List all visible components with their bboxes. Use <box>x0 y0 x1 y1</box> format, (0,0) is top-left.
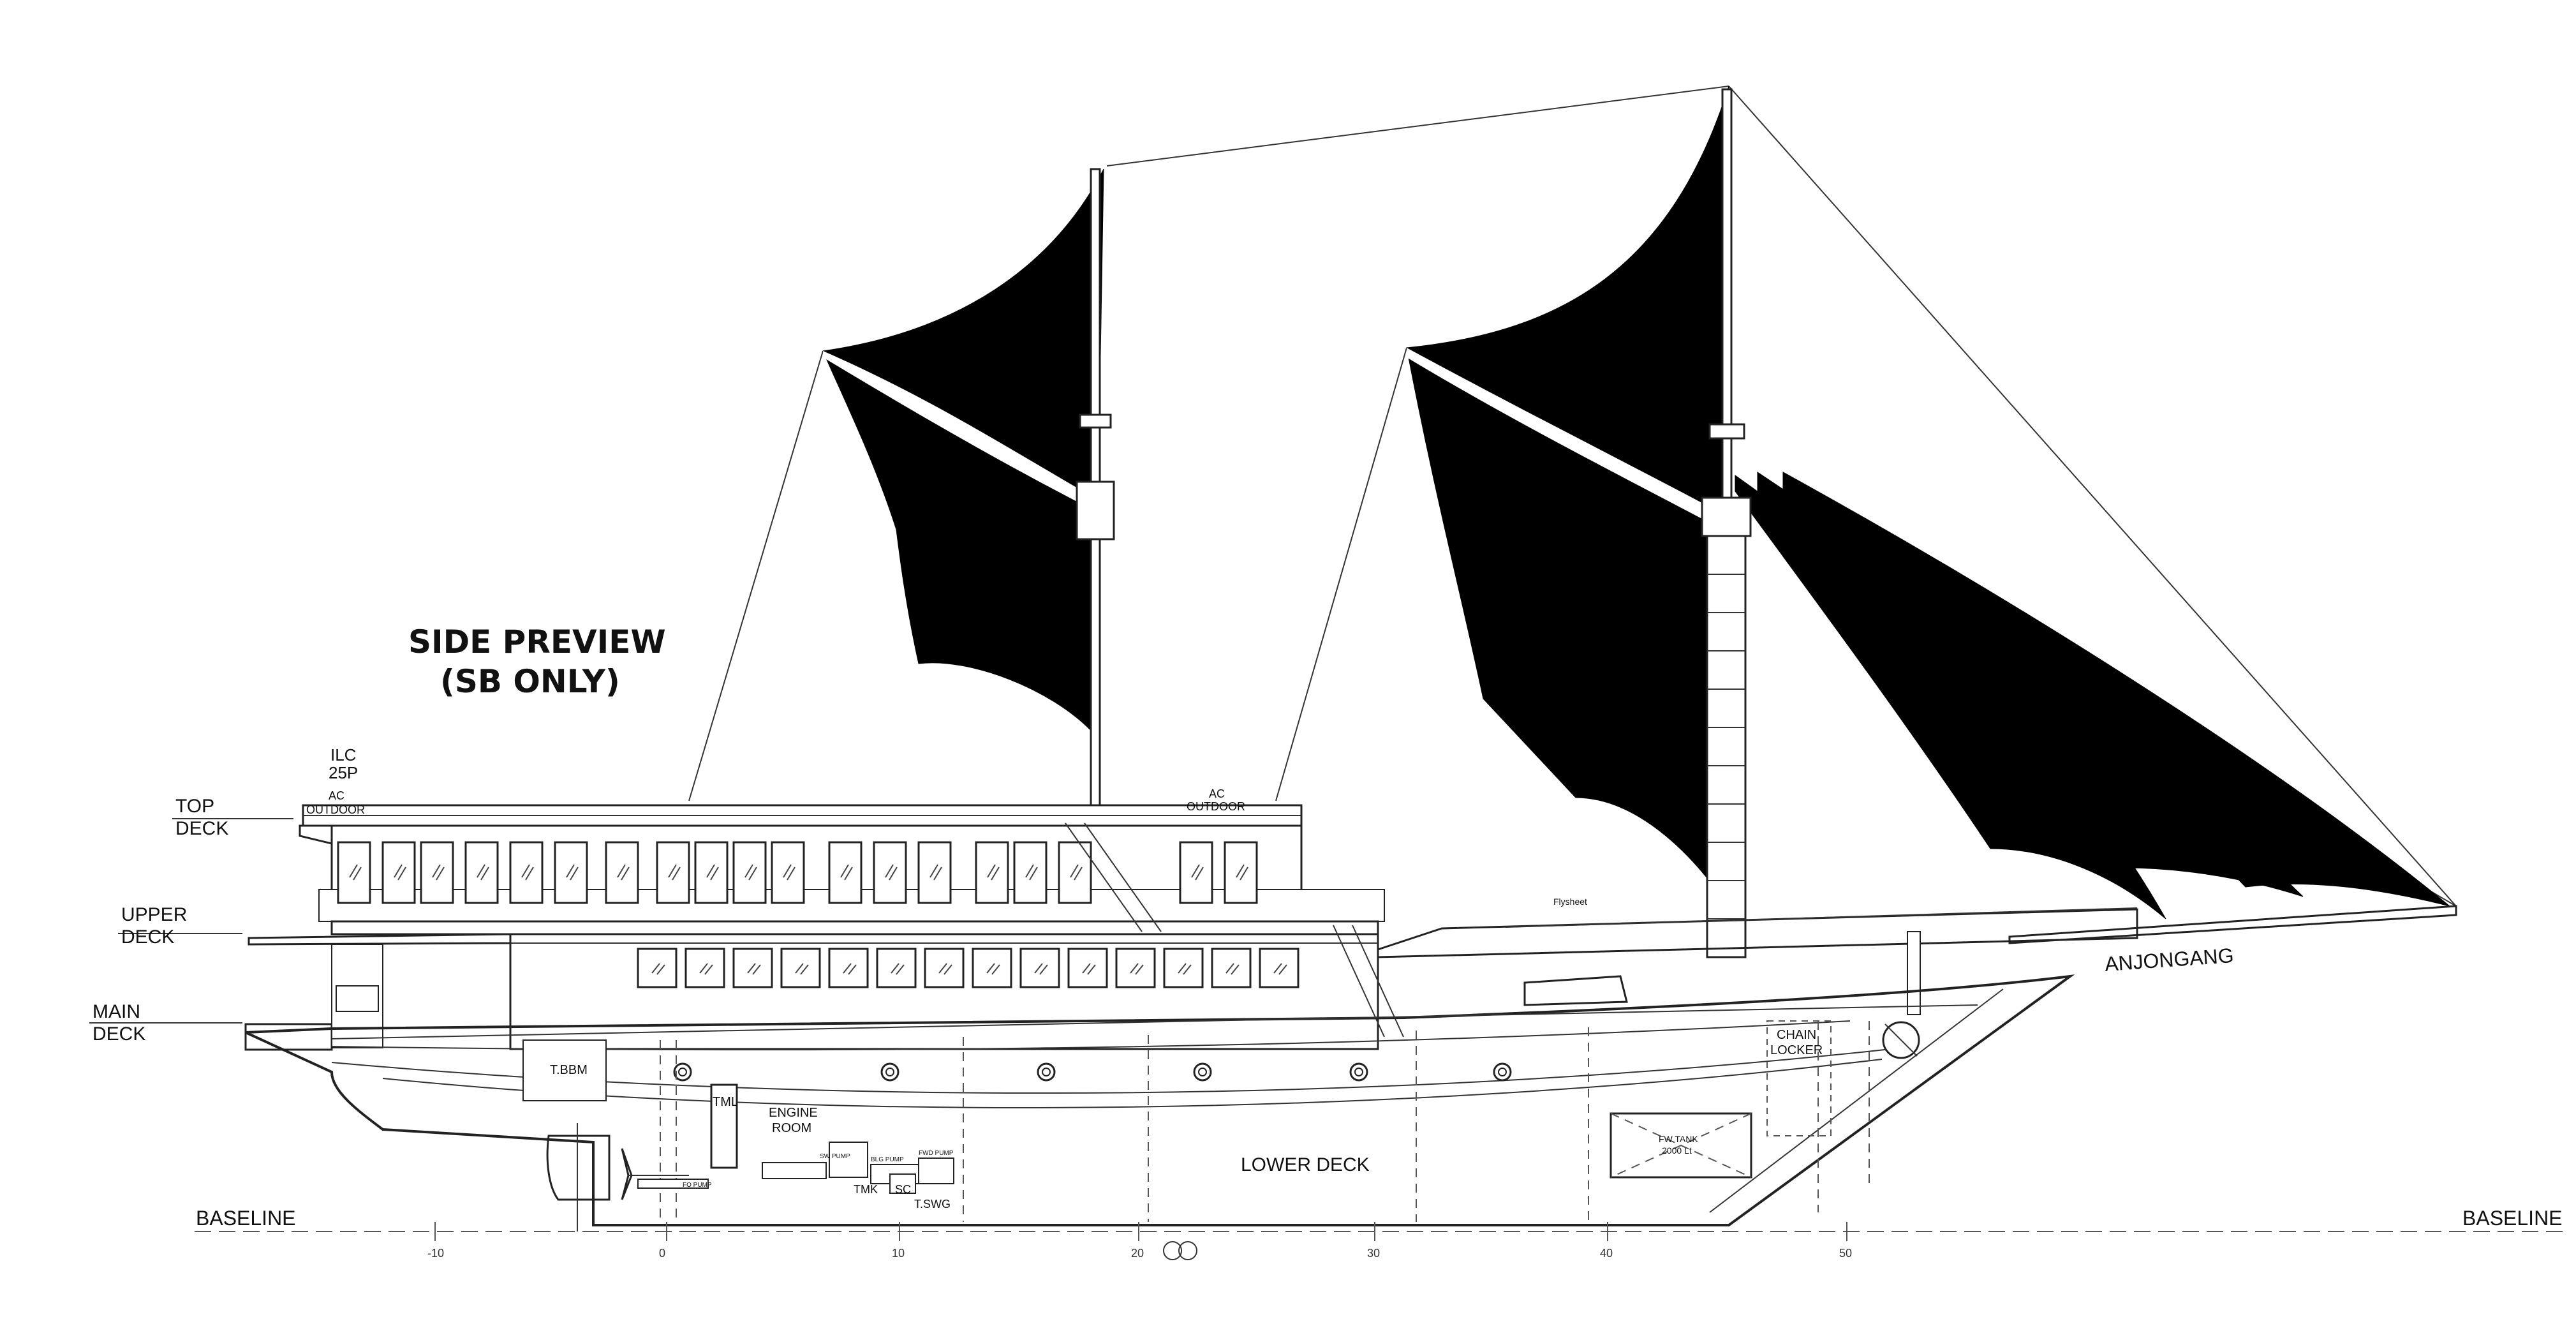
fwd-pump-label: FWD PUMP <box>919 1150 954 1157</box>
baseline-right-label: BASELINE <box>2462 1207 2563 1230</box>
upper-deck-window <box>637 948 677 988</box>
upper-deck-window <box>732 948 773 988</box>
top-deck-window <box>771 841 805 904</box>
ilc-label-1: ILC <box>330 745 356 764</box>
upper-deck-window <box>1019 948 1060 988</box>
top-deck-window <box>1224 841 1258 904</box>
top-deck-window <box>554 841 588 904</box>
frame-scale-label: 10 <box>892 1247 905 1260</box>
head-sail-3 <box>1782 472 2450 907</box>
aft-sail <box>822 168 1104 735</box>
upper-deck-window <box>1163 948 1204 988</box>
upper-deck-window <box>876 948 917 988</box>
baseline-left-label: BASELINE <box>196 1207 296 1230</box>
anjongang-label: ANJONGANG <box>2104 944 2235 976</box>
title-line-1: SIDE PREVIEW <box>408 623 666 660</box>
main-deck-label-1: MAIN <box>93 1001 140 1022</box>
upper-deck-window <box>685 948 725 988</box>
lower-deck-label: LOWER DECK <box>1241 1154 1370 1175</box>
bilge-pump-label: BLG PUMP <box>871 1156 904 1163</box>
ac-outdoor-aft-1: AC <box>329 789 344 802</box>
top-deck-window <box>381 841 416 904</box>
top-deck-label-2: DECK <box>175 818 228 839</box>
ilc-label-2: 25P <box>329 763 358 782</box>
porthole <box>1037 1062 1056 1082</box>
upper-deck-window <box>1259 948 1299 988</box>
frame-scale-label: -10 <box>427 1247 444 1260</box>
porthole <box>673 1062 692 1082</box>
deck-leaders <box>89 818 293 1024</box>
top-deck-window <box>732 841 767 904</box>
t-swg-label: T.SWG <box>914 1198 951 1210</box>
top-deck-window <box>337 841 371 904</box>
upper-deck-label-1: UPPER <box>121 904 187 925</box>
frame-scale-labels: -10 0 10 20 30 40 50 <box>427 1247 1852 1260</box>
t-bbm-label: T.BBM <box>550 1063 588 1077</box>
upper-deck-window <box>972 948 1012 988</box>
porthole <box>1493 1062 1512 1082</box>
top-deck-window <box>1013 841 1047 904</box>
top-deck-window <box>873 841 907 904</box>
top-deck-window <box>694 841 729 904</box>
title-line-2: (SB ONLY) <box>440 663 620 700</box>
ac-outdoor-mid-1: AC <box>1209 787 1225 800</box>
sc-label: SC <box>895 1183 911 1196</box>
upper-deck-window <box>924 948 965 988</box>
sw-pump-label: SW PUMP <box>820 1153 850 1160</box>
top-deck-window <box>509 841 544 904</box>
frame-scale-label: 40 <box>1600 1247 1613 1260</box>
fw-tank-label-1: FW TANK <box>1659 1134 1698 1144</box>
ac-outdoor-aft-2: OUTDOOR <box>306 803 365 816</box>
engine-room-label-1: ENGINE <box>769 1106 818 1120</box>
top-deck-window <box>1179 841 1213 904</box>
frame-scale-label: 30 <box>1367 1247 1380 1260</box>
porthole <box>880 1062 899 1082</box>
upper-deck-window <box>1067 948 1108 988</box>
main-sail <box>1406 86 1733 914</box>
porthole <box>1193 1062 1212 1082</box>
sails <box>822 86 2450 919</box>
flysheet-label: Flysheet <box>1553 897 1587 907</box>
engine-room-label-2: ROOM <box>772 1121 811 1135</box>
superstructure <box>244 804 2457 1051</box>
tml-label: TML <box>713 1095 738 1109</box>
top-deck-window <box>975 841 1009 904</box>
chain-locker-label-2: LOCKER <box>1770 1043 1823 1057</box>
fw-tank-label-2: 2000 Lt <box>1662 1145 1692 1156</box>
top-deck-window <box>828 841 862 904</box>
ac-outdoor-mid-2: OUTDOOR <box>1187 800 1245 813</box>
top-deck-label-1: TOP <box>175 796 214 817</box>
upper-deck-windows <box>637 948 1299 988</box>
hull <box>245 974 2075 1232</box>
tmk-label: TMK <box>854 1183 878 1196</box>
top-deck-window <box>1058 841 1092 904</box>
upper-deck-window <box>1115 948 1156 988</box>
top-deck-window <box>656 841 690 904</box>
upper-deck-window <box>828 948 869 988</box>
top-deck-window <box>420 841 454 904</box>
main-deck-label-2: DECK <box>93 1024 145 1045</box>
upper-deck-window <box>780 948 821 988</box>
upper-deck-label-2: DECK <box>121 927 174 948</box>
masts <box>1076 88 1752 958</box>
chain-locker-label-1: CHAIN <box>1777 1028 1816 1042</box>
portholes <box>673 1062 1512 1082</box>
frame-scale-label: 20 <box>1131 1247 1144 1260</box>
top-deck-window <box>917 841 952 904</box>
top-deck-windows <box>337 841 1258 904</box>
frame-scale-label: 50 <box>1839 1247 1852 1260</box>
baseline-scale <box>195 1222 2565 1260</box>
frame-scale-label: 0 <box>659 1247 665 1260</box>
upper-deck-window <box>1211 948 1252 988</box>
porthole <box>1349 1062 1368 1082</box>
top-deck-window <box>464 841 499 904</box>
top-deck-window <box>605 841 639 904</box>
fo-pump-label: FO PUMP <box>683 1182 712 1189</box>
